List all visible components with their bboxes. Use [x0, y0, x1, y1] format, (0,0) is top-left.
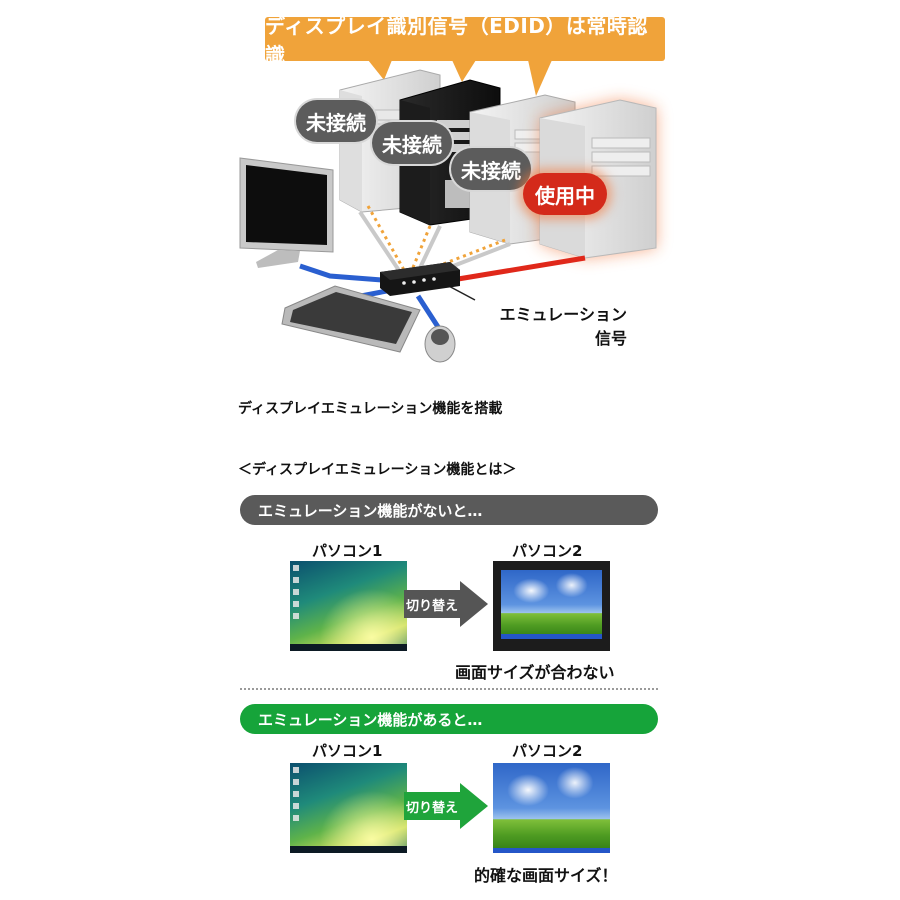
mouse: [424, 325, 456, 363]
with-pc1-screen: [290, 763, 407, 853]
emulation-label-line2: 信号: [594, 329, 627, 348]
cable-pc2: [416, 225, 442, 273]
status-badge-pc1: 未接続: [296, 100, 376, 142]
without-switch-arrow: 切り替え: [404, 581, 490, 627]
keyboard: [281, 285, 421, 353]
cable-monitor: [299, 263, 383, 283]
with-switch-label: 切り替え: [404, 792, 460, 820]
cable-mouse: [415, 294, 443, 332]
status-badge-pc4-active: 使用中: [523, 173, 607, 215]
with-pc2-label: パソコン2: [512, 742, 583, 760]
emulation-signal-label: エミュレーション 信号: [487, 303, 627, 351]
with-emulation-header: エミュレーション機能があると…: [240, 704, 658, 734]
emulation-label-line1: エミュレーション: [499, 305, 627, 324]
kvm-switch: [380, 262, 460, 296]
without-pc1-screen: [290, 561, 407, 651]
status-badge-pc3: 未接続: [451, 148, 531, 190]
section-subtitle: ＜ディスプレイエミュレーション機能とは＞: [238, 462, 517, 478]
without-result-caption: 画面サイズが合わない: [455, 663, 615, 682]
without-pc2-label: パソコン2: [512, 542, 583, 560]
without-pc1-label: パソコン1: [312, 542, 383, 560]
cable-pc1-edid: [366, 205, 406, 271]
banner-pointer-1: [368, 60, 392, 80]
without-switch-label: 切り替え: [404, 590, 460, 618]
with-switch-arrow: 切り替え: [404, 783, 490, 829]
status-badge-pc2: 未接続: [372, 122, 452, 164]
edid-banner: ディスプレイ識別信号（EDID）は常時認識: [265, 14, 665, 67]
cable-pc2-edid: [410, 225, 432, 271]
banner-pointer-2: [452, 60, 476, 82]
with-pc2-screen-fitted: [493, 763, 610, 853]
kvm-diagram: ディスプレイ識別信号（EDID）は常時認識 未接続 未接続 未接続 使用中 エミ…: [0, 0, 900, 380]
cable-pc1: [358, 210, 402, 274]
feature-title: ディスプレイエミュレーション機能を搭載: [238, 401, 503, 417]
banner-pointer-3: [528, 60, 552, 96]
without-pc2-screen-mismatched: [493, 561, 610, 651]
section-divider: [240, 688, 658, 690]
monitor: [239, 157, 334, 268]
without-emulation-header: エミュレーション機能がないと…: [240, 495, 658, 525]
cable-pc4-active: [439, 255, 586, 285]
with-result-caption: 的確な画面サイズ！: [474, 866, 618, 885]
with-pc1-label: パソコン1: [312, 742, 383, 760]
